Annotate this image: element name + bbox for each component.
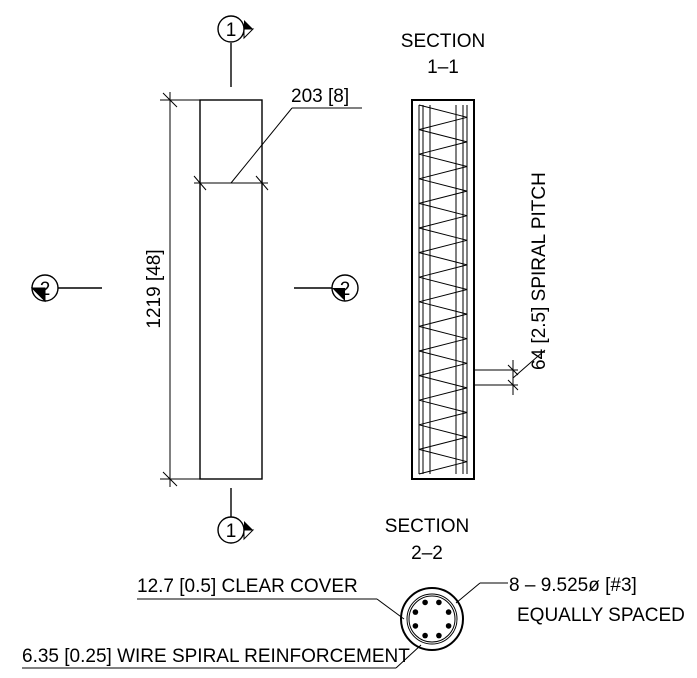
spiral-note: 6.35 [0.25] WIRE SPIRAL REINFORCEMENT bbox=[22, 644, 422, 669]
section-circle-outer bbox=[400, 587, 464, 651]
spiral-circle bbox=[406, 593, 458, 645]
bars-note: 8 – 9.525ø [#3] EQUALLY SPACED bbox=[455, 575, 685, 626]
section-mark-left-2: 2 bbox=[30, 274, 102, 303]
rebar-dot bbox=[445, 609, 452, 615]
section-2-2-title: SECTION 2–2 bbox=[385, 516, 469, 564]
spiral-label: 6.35 [0.25] WIRE SPIRAL REINFORCEMENT bbox=[22, 646, 410, 667]
pitch-dimension-label: 64 [2.5] SPIRAL PITCH bbox=[529, 172, 550, 370]
rebar-dot bbox=[422, 632, 428, 639]
height-dimension-label: 1219 [48] bbox=[144, 249, 165, 328]
rebar-dot bbox=[412, 623, 419, 629]
clear-cover-label: 12.7 [0.5] CLEAR COVER bbox=[137, 576, 358, 597]
column-outline bbox=[199, 99, 263, 480]
section-mark-label: 1 bbox=[226, 20, 237, 41]
section-1-1-title: SECTION 1–1 bbox=[401, 31, 485, 78]
spiral-reinforcement bbox=[418, 104, 468, 475]
section-title-line2: 1–1 bbox=[427, 57, 459, 78]
section-2-2-view bbox=[400, 587, 464, 651]
column-elevation bbox=[199, 99, 263, 480]
height-dimension: 1219 [48] bbox=[144, 92, 200, 487]
rebar-dot bbox=[445, 623, 452, 629]
rebar-dot bbox=[436, 599, 442, 606]
width-dimension-label: 203 [8] bbox=[291, 86, 349, 107]
clear-cover-note: 12.7 [0.5] CLEAR COVER bbox=[137, 576, 405, 620]
section-title-line2: 2–2 bbox=[411, 543, 443, 564]
spiral-circle-inner bbox=[408, 595, 456, 643]
section-mark-right-2: 2 bbox=[294, 274, 359, 302]
section-mark-label: 2 bbox=[340, 279, 351, 300]
bars-label: 8 – 9.525ø [#3] bbox=[509, 575, 637, 596]
section-title-line1: SECTION bbox=[385, 516, 469, 537]
section-mark-bottom-1: 1 bbox=[217, 488, 255, 544]
bars-label-2: EQUALLY SPACED bbox=[517, 605, 685, 626]
rebar-dot bbox=[412, 609, 419, 615]
rebar-dot bbox=[422, 599, 428, 606]
pitch-dimension: 64 [2.5] SPIRAL PITCH bbox=[474, 172, 550, 395]
section-mark-label: 1 bbox=[226, 521, 237, 542]
section-outline bbox=[411, 99, 475, 480]
section-mark-top-1: 1 bbox=[217, 15, 255, 87]
width-dimension: 203 [8] bbox=[193, 86, 362, 191]
section-1-1-view bbox=[411, 99, 475, 480]
section-title-line1: SECTION bbox=[401, 31, 485, 52]
rebar-dots bbox=[412, 599, 452, 639]
section-mark-label: 2 bbox=[40, 279, 51, 300]
rebar-dot bbox=[436, 632, 442, 639]
